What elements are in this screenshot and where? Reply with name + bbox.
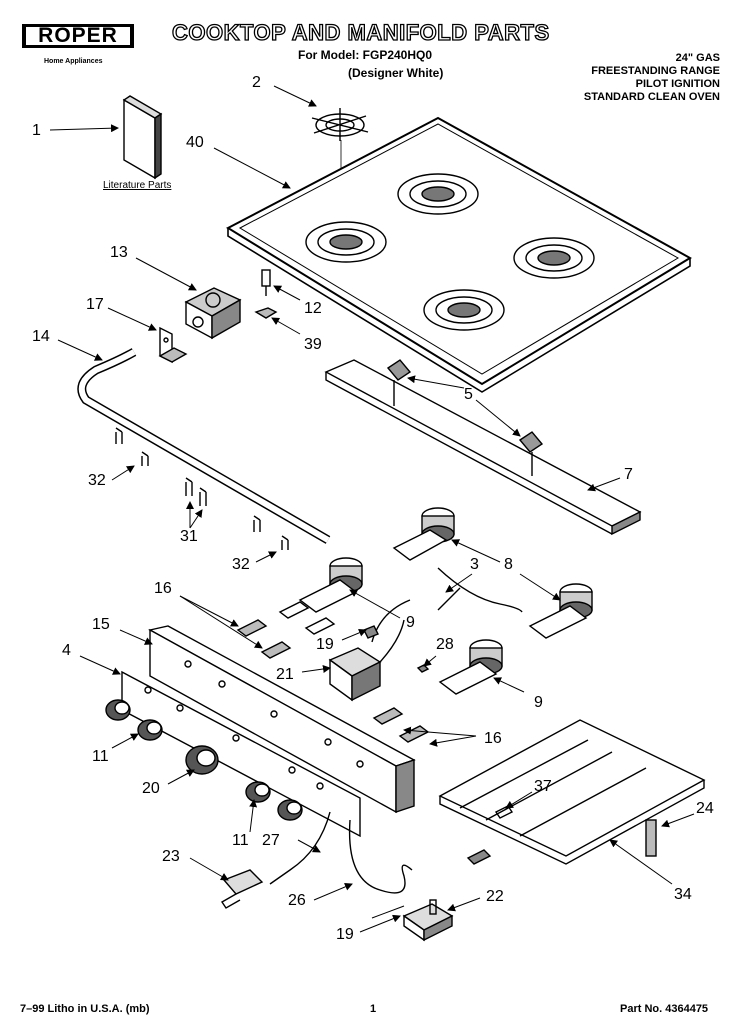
page-title: COOKTOP AND MANIFOLD PARTS xyxy=(171,19,550,45)
callout-40: 40 xyxy=(186,134,204,151)
manifold-screws xyxy=(115,427,289,550)
callout-31: 31 xyxy=(180,528,198,545)
callout-24: 24 xyxy=(696,800,714,817)
spec-line-4: STANDARD CLEAN OVEN xyxy=(583,91,720,103)
callout-34: 34 xyxy=(674,886,692,903)
callout-5: 5 xyxy=(464,386,473,403)
footer-part-number: Part No. 4364475 xyxy=(620,1003,709,1015)
footer-page-number: 1 xyxy=(370,1003,377,1015)
control-knobs xyxy=(105,699,303,821)
spark-module xyxy=(328,599,411,702)
burner-valves xyxy=(236,601,430,743)
callout-22: 22 xyxy=(486,888,504,905)
callout-28: 28 xyxy=(436,636,454,653)
callout-32-lower: 32 xyxy=(232,556,250,573)
callout-8: 8 xyxy=(504,556,513,573)
pilot-tube xyxy=(437,567,523,613)
model-number: For Model: FGP240HQ0 xyxy=(298,48,433,62)
manifold-pipe xyxy=(77,348,331,544)
footer-print-info: 7–99 Litho in U.S.A. (mb) xyxy=(20,1003,150,1015)
burner-opening-back-left xyxy=(397,173,479,215)
roper-logo: ROPER xyxy=(22,24,134,48)
callout-19-upper: 19 xyxy=(316,636,334,653)
cooktop-panel xyxy=(225,116,692,393)
callout-9-upper: 9 xyxy=(406,614,415,631)
pressure-regulator xyxy=(184,287,242,340)
burner-opening-front-left xyxy=(305,221,387,263)
model-variant: (Designer White) xyxy=(348,66,444,80)
callout-17: 17 xyxy=(86,296,104,313)
callout-4: 4 xyxy=(62,642,71,659)
callout-39: 39 xyxy=(304,336,322,353)
callout-16-upper: 16 xyxy=(154,580,172,597)
oven-safety-valve xyxy=(371,899,454,942)
callout-9-lower: 9 xyxy=(534,694,543,711)
burner-front-right xyxy=(438,639,503,695)
manifold-bracket xyxy=(158,326,188,364)
callout-14: 14 xyxy=(32,328,50,345)
oven-burner-orifice xyxy=(645,819,657,857)
burner-rear-left xyxy=(392,507,455,561)
callout-37: 37 xyxy=(534,778,552,795)
callout-23: 23 xyxy=(162,848,180,865)
burner-opening-front-right xyxy=(423,289,505,331)
callout-13: 13 xyxy=(110,244,128,261)
spec-line-3: PILOT IGNITION xyxy=(635,78,720,90)
callout-26: 26 xyxy=(288,892,306,909)
callout-16-lower: 16 xyxy=(484,730,502,747)
callout-3: 3 xyxy=(470,556,479,573)
callout-27: 27 xyxy=(262,832,280,849)
burner-rear-right xyxy=(528,583,593,639)
callout-2: 2 xyxy=(252,74,261,91)
literature-parts-booklet xyxy=(122,95,163,180)
callout-1: 1 xyxy=(32,122,41,139)
screw-28 xyxy=(416,664,430,673)
callout-7: 7 xyxy=(624,466,633,483)
mounting-clip xyxy=(254,307,278,319)
callout-11-left: 11 xyxy=(92,748,109,765)
burner-front-left xyxy=(298,557,363,613)
burner-opening-back-right xyxy=(513,237,595,279)
callout-32-upper: 32 xyxy=(88,472,106,489)
oven-burner-cover xyxy=(438,719,706,865)
callout-20: 20 xyxy=(142,780,160,797)
spec-line-2: FREESTANDING RANGE xyxy=(591,65,720,77)
callout-19-lower: 19 xyxy=(336,926,354,943)
spec-line-1: 24" GAS xyxy=(675,52,720,64)
callout-15: 15 xyxy=(92,616,110,633)
spark-electrode xyxy=(221,869,264,909)
screw-19-upper xyxy=(363,625,379,639)
orifice-spud xyxy=(261,269,271,296)
callout-11-right: 11 xyxy=(232,832,249,849)
control-panel xyxy=(148,625,416,814)
callout-21: 21 xyxy=(276,666,294,683)
logo-text: ROPER xyxy=(38,24,118,47)
gas-tube xyxy=(348,819,413,894)
callout-12: 12 xyxy=(304,300,322,317)
logo-subtitle: Home Appliances xyxy=(44,58,103,65)
literature-parts-label: Literature Parts xyxy=(103,180,172,191)
burner-support-channel xyxy=(324,359,642,536)
control-panel-trim xyxy=(121,670,361,838)
